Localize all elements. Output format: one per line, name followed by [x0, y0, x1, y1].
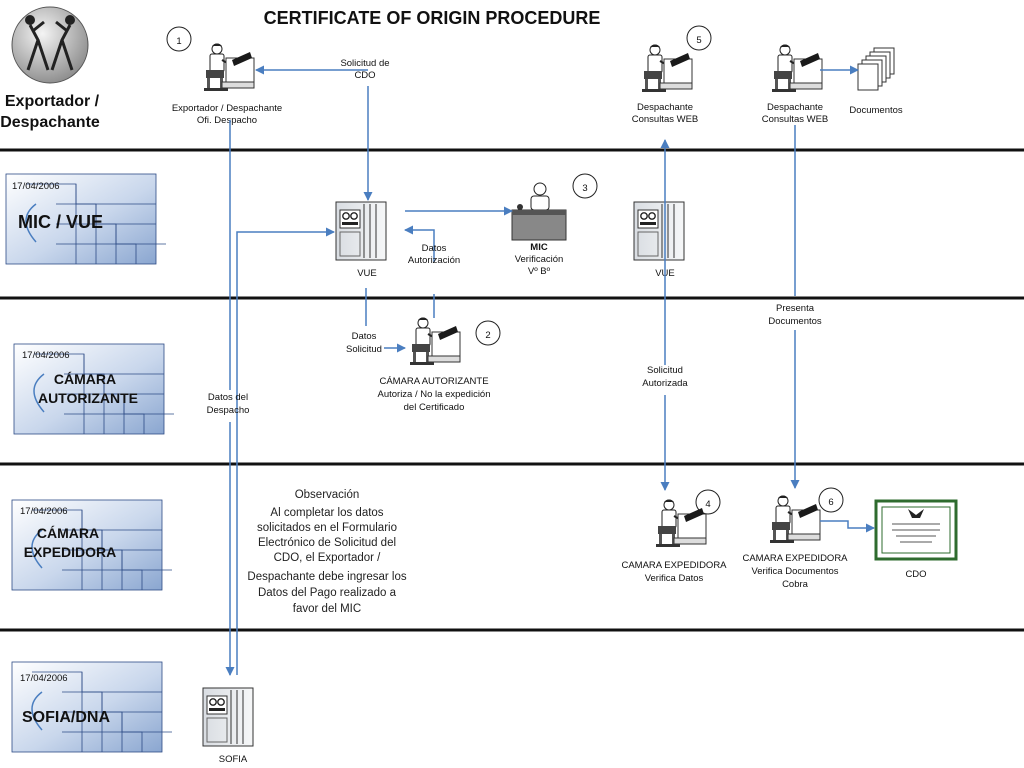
edge-label-solicitud-autorizada-line1: Solicitud: [647, 365, 683, 376]
exporter-label-line1: Exportador / Despachante: [172, 103, 282, 114]
despachante-web-a-line2: Consultas WEB: [632, 114, 699, 125]
edge-label-solicitud-cdo-line1: Solicitud de: [340, 58, 389, 69]
svg-text:1: 1: [176, 36, 181, 47]
lane-label-exportador-line1: Exportador /: [5, 93, 100, 110]
camara-autorizante-line1: CÁMARA AUTORIZANTE: [379, 376, 488, 387]
camara-expedidora-b-icon: [769, 494, 821, 544]
mic-label-line2: Verificación: [515, 254, 564, 265]
observation-line: Despachante debe ingresar los: [247, 571, 406, 583]
edge-label-presenta-documentos-line2: Documentos: [768, 316, 822, 327]
camara-expedidora-b-line2: Verifica Documentos: [751, 566, 838, 577]
cdo-certificate-icon: [874, 499, 958, 561]
arrow-vue-to-camara-autorizante: [365, 288, 405, 348]
camara-autorizante-line2: Autoriza / No la expedición: [377, 389, 490, 400]
arrow-sofia-to-vue: [236, 227, 335, 675]
page-title: CERTIFICATE OF ORIGIN PROCEDURE: [264, 8, 601, 28]
lane-date: 17/04/2006: [20, 673, 68, 684]
vue-server-a-icon: [335, 201, 387, 261]
camara-expedidora-a-line2: Verifica Datos: [645, 573, 704, 584]
camara-autorizante-icon: [409, 316, 461, 366]
edge-label-presenta-documentos-line1: Presenta: [776, 303, 815, 314]
lane-label-camara-autorizante-line2: AUTORIZANTE: [38, 390, 138, 406]
lane-label-exportador-line2: Despachante: [0, 114, 100, 131]
svg-text:4: 4: [705, 499, 710, 510]
cdo-label: CDO: [905, 569, 926, 580]
flow-arrows: [230, 65, 875, 675]
observation-line: Datos del Pago realizado a: [258, 587, 397, 599]
despachante-web-b-icon: [771, 43, 823, 93]
step-1-marker: 1: [166, 26, 192, 52]
step-6-marker: 6: [818, 487, 844, 513]
exporter-label-line2: Ofi. Despacho: [197, 115, 257, 126]
lane-date: 17/04/2006: [22, 350, 70, 361]
title-background: [212, 2, 670, 32]
camara-expedidora-b-line3: Cobra: [782, 579, 809, 590]
camara-expedidora-b-line1: CAMARA EXPEDIDORA: [742, 553, 848, 564]
lane-label-mic-vue: MIC / VUE: [18, 212, 103, 232]
sofia-server-icon: [202, 687, 254, 747]
step-3-marker: 3: [572, 173, 598, 199]
camara-autorizante-line3: del Certificado: [404, 402, 465, 413]
despachante-web-b-line1: Despachante: [767, 102, 823, 113]
edge-label-datos-autorizacion-line2: Autorización: [408, 255, 460, 266]
documents-stack-icon: [857, 47, 895, 91]
observation-line: Al completar los datos: [270, 507, 383, 519]
despachante-web-a-icon: [641, 43, 693, 93]
edge-label-datos-solicitud-line2: Solicitud: [346, 344, 382, 355]
camara-expedidora-a-line1: CAMARA EXPEDIDORA: [621, 560, 727, 571]
mic-label-line1: MIC: [530, 242, 548, 253]
sofia-server-label: SOFIA: [219, 754, 248, 765]
svg-text:3: 3: [582, 183, 587, 194]
svg-text:2: 2: [485, 330, 490, 341]
edge-label-datos-despacho-line1: Datos del: [208, 392, 248, 403]
documents-label: Documentos: [849, 105, 903, 116]
observation-line: CDO, el Exportador /: [274, 552, 382, 564]
exporter-globe-icon: [11, 6, 89, 84]
arrow-to-cdo: [820, 520, 875, 533]
lane-label-camara-expedidora-line1: CÁMARA: [37, 525, 99, 541]
observation-title: Observación: [295, 489, 360, 501]
edge-label-datos-autorizacion-line1: Datos: [422, 243, 447, 254]
mic-desk-icon: [511, 182, 567, 241]
vue-server-b-icon: [633, 201, 685, 261]
observation-line: Electrónico de Solicitud del: [258, 537, 396, 549]
svg-text:5: 5: [696, 35, 701, 46]
lane-label-camara-expedidora-line2: EXPEDIDORA: [24, 544, 117, 560]
lane-label-camara-autorizante-line1: CÁMARA: [54, 371, 116, 387]
observation-line: favor del MIC: [293, 603, 361, 615]
step-2-marker: 2: [475, 320, 501, 346]
svg-text:6: 6: [828, 497, 833, 508]
arrow-autorizacion-to-vue: [405, 230, 435, 318]
lane-date: 17/04/2006: [20, 506, 68, 517]
despachante-web-b-line2: Consultas WEB: [762, 114, 829, 125]
lane-date: 17/04/2006: [12, 181, 60, 192]
edge-label-solicitud-autorizada-line2: Autorizada: [642, 378, 688, 389]
observation-line: solicitados en el Formulario: [257, 522, 397, 534]
edge-label-solicitud-cdo-line2: CDO: [354, 70, 375, 81]
exporter-workstation-icon: [203, 42, 255, 92]
mic-label-line3: Vº Bº: [528, 266, 551, 277]
despachante-web-a-line1: Despachante: [637, 102, 693, 113]
edge-label-datos-despacho-line2: Despacho: [207, 405, 250, 416]
lane-label-sofia-dna: SOFIA/DNA: [22, 709, 110, 726]
edge-label-datos-solicitud-line1: Datos: [352, 331, 377, 342]
vue-server-a-label: VUE: [357, 268, 377, 279]
step-5-marker: 5: [686, 25, 712, 51]
